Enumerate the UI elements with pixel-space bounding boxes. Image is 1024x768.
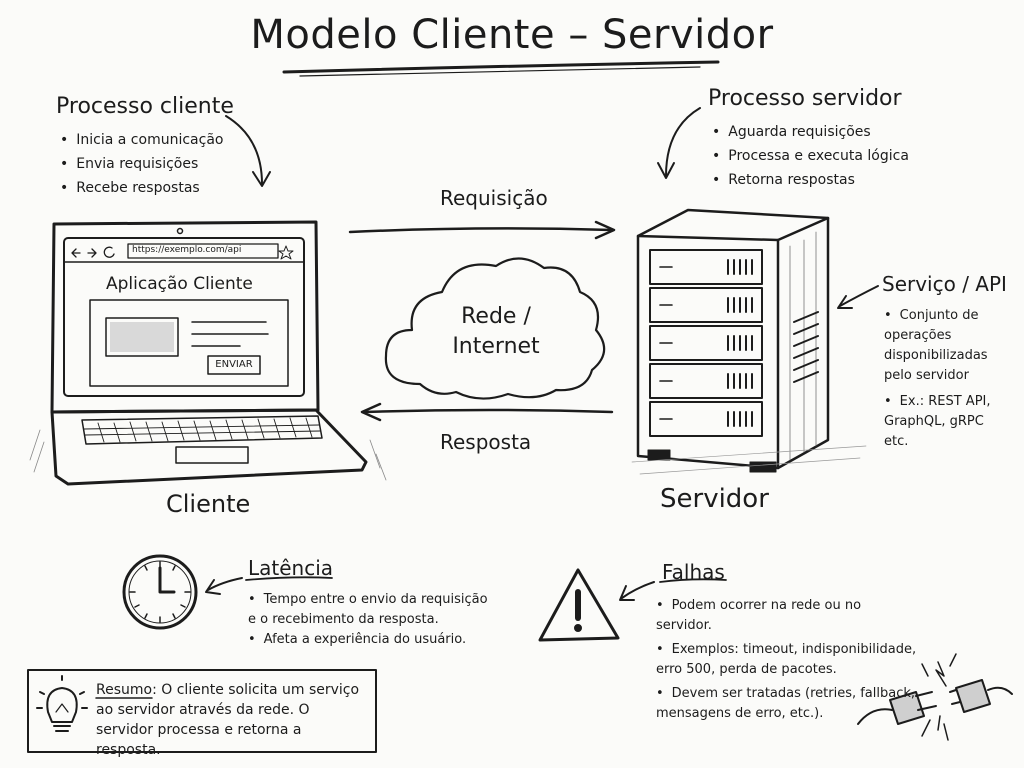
- summary-text: O cliente solicita um serviço ao servido…: [96, 682, 360, 758]
- list-item: Conjunto de operações disponibilizadas p…: [884, 306, 1008, 386]
- list-item: Afeta a experiência do usuário.: [248, 630, 498, 650]
- network-label: Rede / Internet: [426, 302, 566, 362]
- failures-heading: Falhas: [662, 560, 725, 584]
- list-item: Podem ocorrer na rede ou no servidor.: [656, 596, 918, 636]
- list-item: Recebe respostas: [60, 176, 223, 200]
- list-item: Tempo entre o envio da requisição e o re…: [248, 590, 498, 630]
- client-process-arrow: [225, 115, 263, 185]
- summary-label: Resumo:: [96, 682, 157, 698]
- server-process-arrow: [665, 107, 701, 177]
- client-process-heading: Processo cliente: [56, 94, 234, 119]
- list-item: Inicia a comunicação: [60, 128, 223, 152]
- service-heading: Serviço / API: [882, 272, 1007, 296]
- request-label: Requisição: [440, 186, 548, 210]
- server-label: Servidor: [660, 484, 769, 514]
- service-list: Conjunto de operações disponibilizadas p…: [884, 306, 1008, 452]
- list-item: Aguarda requisições: [712, 120, 909, 144]
- url-text: https://exemplo.com/api: [132, 245, 242, 255]
- failures-list: Podem ocorrer na rede ou no servidor. Ex…: [656, 596, 918, 724]
- diagram-title: Modelo Cliente – Servidor: [250, 12, 774, 58]
- app-title: Aplicação Cliente: [106, 274, 253, 294]
- list-item: Devem ser tratadas (retries, fallback, m…: [656, 684, 918, 724]
- list-item: Envia requisições: [60, 152, 223, 176]
- list-item: Retorna respostas: [712, 168, 909, 192]
- lightbulb-icon: [36, 675, 88, 732]
- service-arrow: [839, 285, 879, 307]
- failures-arrow: [621, 581, 655, 599]
- server-process-heading: Processo servidor: [708, 86, 902, 111]
- network-line-1: Rede /: [461, 304, 531, 329]
- clock-icon: [122, 554, 198, 630]
- list-item: Ex.: REST API, GraphQL, gRPC etc.: [884, 392, 1008, 452]
- list-item: Exemplos: timeout, indisponibilidade, er…: [656, 640, 918, 680]
- send-button: ENVIAR: [215, 359, 253, 370]
- cloud-icon: [384, 257, 606, 400]
- list-item: Processa e executa lógica: [712, 144, 909, 168]
- server-process-list: Aguarda requisições Processa e executa l…: [712, 120, 909, 192]
- latency-arrow: [207, 577, 243, 591]
- summary-text-block: Resumo: O cliente solicita um serviço ao…: [96, 680, 366, 760]
- laptop-icon: [29, 220, 387, 486]
- summary-box: [27, 669, 377, 753]
- request-arrow: [348, 227, 614, 234]
- latency-heading: Latência: [248, 556, 334, 580]
- latency-list: Tempo entre o envio da requisição e o re…: [248, 590, 498, 650]
- title-underline: [282, 60, 720, 74]
- response-arrow: [362, 408, 614, 414]
- warning-icon: [538, 568, 620, 642]
- response-label: Resposta: [440, 430, 532, 454]
- network-line-2: Internet: [452, 334, 540, 359]
- client-process-list: Inicia a comunicação Envia requisições R…: [60, 128, 223, 200]
- client-label: Cliente: [166, 490, 251, 518]
- server-icon: [631, 208, 867, 475]
